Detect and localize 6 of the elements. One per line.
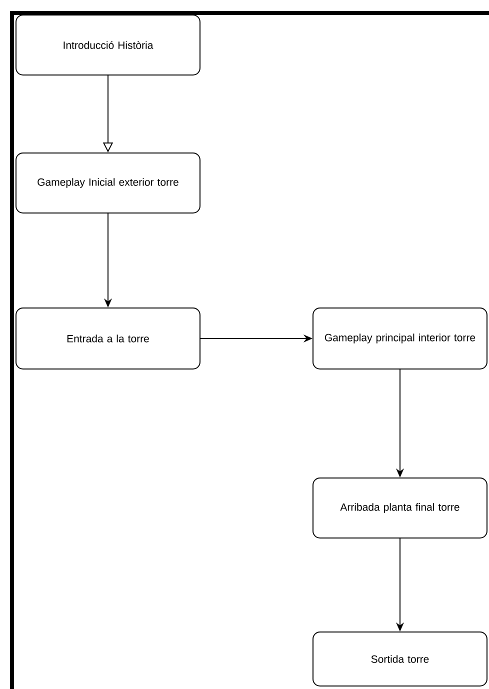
process-box: Arribada planta final torre xyxy=(312,478,488,538)
process-box: Sortida torre xyxy=(312,632,488,686)
process-box: Gameplay Inicial exterior torre xyxy=(16,152,200,214)
process-box: Introducció Història xyxy=(16,14,200,76)
process-box: Entrada a la torre xyxy=(16,308,200,370)
process-box: Gameplay principal interior torre xyxy=(312,308,488,370)
